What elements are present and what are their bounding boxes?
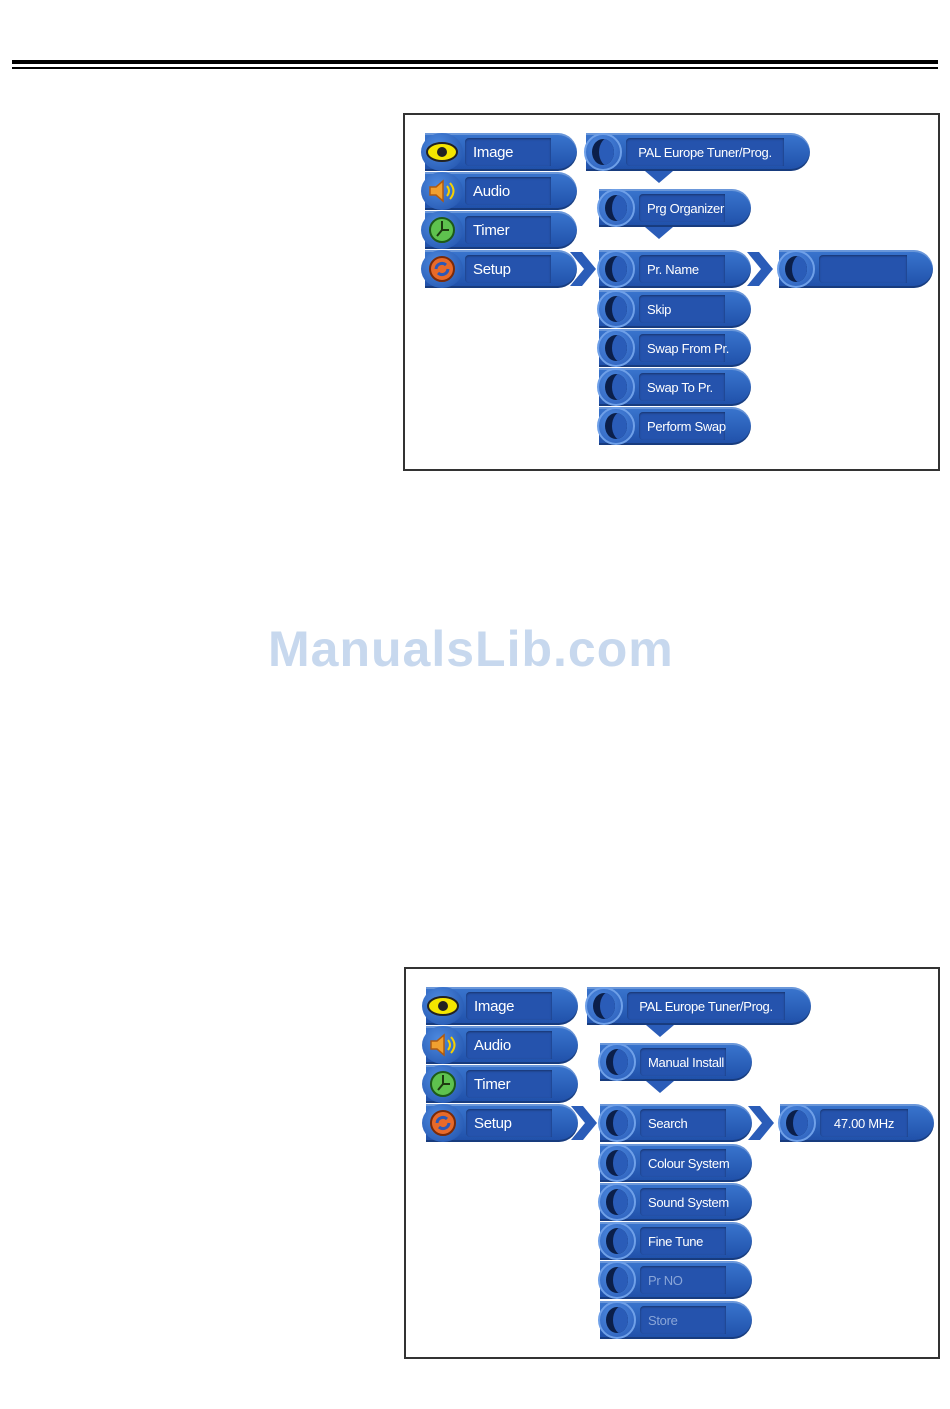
menu-item-skip[interactable]: Skip — [599, 290, 751, 328]
speaker-icon — [422, 1026, 464, 1064]
menu-item-swap-to[interactable]: Swap To Pr. — [599, 368, 751, 406]
crescent-icon — [592, 139, 614, 165]
crescent-icon — [606, 1228, 628, 1254]
main-menu-label: Setup — [465, 255, 551, 283]
crescent-icon — [605, 413, 627, 439]
main-menu-setup[interactable]: Setup — [426, 1104, 578, 1142]
main-menu-audio[interactable]: Audio — [426, 1026, 578, 1064]
menu-item-label: Colour System — [640, 1149, 726, 1177]
crescent-icon — [605, 195, 627, 221]
header-rule-thick — [12, 60, 938, 64]
crescent-icon — [605, 374, 627, 400]
main-menu-setup[interactable]: Setup — [425, 250, 577, 288]
main-menu-label: Timer — [465, 216, 551, 244]
watermark: ManualsLib.com — [268, 620, 674, 678]
setup-icon — [421, 250, 463, 288]
crescent-icon — [605, 335, 627, 361]
crescent-icon — [606, 1110, 628, 1136]
main-menu-label: Setup — [466, 1109, 552, 1137]
value-box-text — [819, 255, 907, 283]
crescent-icon — [786, 1110, 808, 1136]
speaker-icon — [421, 172, 463, 210]
submenu-title-pill: Manual Install — [600, 1043, 752, 1081]
menu-item-pr-no[interactable]: Pr NO — [600, 1261, 752, 1299]
menu-item-swap-from[interactable]: Swap From Pr. — [599, 329, 751, 367]
crescent-icon — [606, 1049, 628, 1075]
arrow-down-icon — [646, 1081, 674, 1093]
crescent-icon — [606, 1267, 628, 1293]
submenu-title: Prg Organizer — [639, 194, 725, 222]
menu-item-label: Fine Tune — [640, 1227, 726, 1255]
main-menu-label: Audio — [466, 1031, 552, 1059]
menu-item-label: Pr NO — [640, 1266, 726, 1294]
menu-header: PAL Europe Tuner/Prog. — [627, 992, 785, 1020]
osd-panel-manual-install: Image Audio Timer Setup PAL Europe Tuner… — [404, 967, 940, 1359]
arrow-down-icon — [645, 227, 673, 239]
eye-icon — [422, 987, 464, 1025]
main-menu-image[interactable]: Image — [425, 133, 577, 171]
submenu-title: Manual Install — [640, 1048, 726, 1076]
menu-item-label: Swap To Pr. — [639, 373, 725, 401]
menu-item-fine-tune[interactable]: Fine Tune — [600, 1222, 752, 1260]
osd-panel-program-organizer: Image Audio Timer Setup PAL Europe Tuner… — [403, 113, 940, 471]
main-menu-label: Image — [466, 992, 552, 1020]
menu-item-store[interactable]: Store — [600, 1301, 752, 1339]
header-pill: PAL Europe Tuner/Prog. — [586, 133, 810, 171]
crescent-icon — [785, 256, 807, 282]
chevron-right-icon — [745, 250, 775, 288]
menu-item-pr-name[interactable]: Pr. Name — [599, 250, 751, 288]
menu-item-colour-system[interactable]: Colour System — [600, 1144, 752, 1182]
menu-item-perform-swap[interactable]: Perform Swap — [599, 407, 751, 445]
frequency-value-box[interactable]: 47.00 MHz — [780, 1104, 934, 1142]
header-pill: PAL Europe Tuner/Prog. — [587, 987, 811, 1025]
menu-header: PAL Europe Tuner/Prog. — [626, 138, 784, 166]
menu-item-label: Swap From Pr. — [639, 334, 725, 362]
setup-icon — [422, 1104, 464, 1142]
chevron-right-icon — [568, 250, 598, 288]
main-menu-timer[interactable]: Timer — [425, 211, 577, 249]
menu-item-sound-system[interactable]: Sound System — [600, 1183, 752, 1221]
main-menu-label: Audio — [465, 177, 551, 205]
menu-item-label: Perform Swap — [639, 412, 725, 440]
main-menu-label: Image — [465, 138, 551, 166]
value-box[interactable] — [779, 250, 933, 288]
header-rule-thin — [12, 67, 938, 69]
menu-item-label: Search — [640, 1109, 726, 1137]
menu-item-label: Skip — [639, 295, 725, 323]
clock-icon — [421, 211, 463, 249]
menu-item-label: Store — [640, 1306, 726, 1334]
menu-item-search[interactable]: Search — [600, 1104, 752, 1142]
crescent-icon — [593, 993, 615, 1019]
menu-item-label: Sound System — [640, 1188, 726, 1216]
frequency-value: 47.00 MHz — [820, 1109, 908, 1137]
chevron-right-icon — [569, 1104, 599, 1142]
main-menu-label: Timer — [466, 1070, 552, 1098]
crescent-icon — [606, 1150, 628, 1176]
crescent-icon — [606, 1307, 628, 1333]
main-menu-audio[interactable]: Audio — [425, 172, 577, 210]
crescent-icon — [605, 256, 627, 282]
clock-icon — [422, 1065, 464, 1103]
main-menu-timer[interactable]: Timer — [426, 1065, 578, 1103]
main-menu-image[interactable]: Image — [426, 987, 578, 1025]
arrow-down-icon — [645, 171, 673, 183]
arrow-down-icon — [646, 1025, 674, 1037]
chevron-right-icon — [746, 1104, 776, 1142]
eye-icon — [421, 133, 463, 171]
menu-item-label: Pr. Name — [639, 255, 725, 283]
crescent-icon — [606, 1189, 628, 1215]
submenu-title-pill: Prg Organizer — [599, 189, 751, 227]
crescent-icon — [605, 296, 627, 322]
